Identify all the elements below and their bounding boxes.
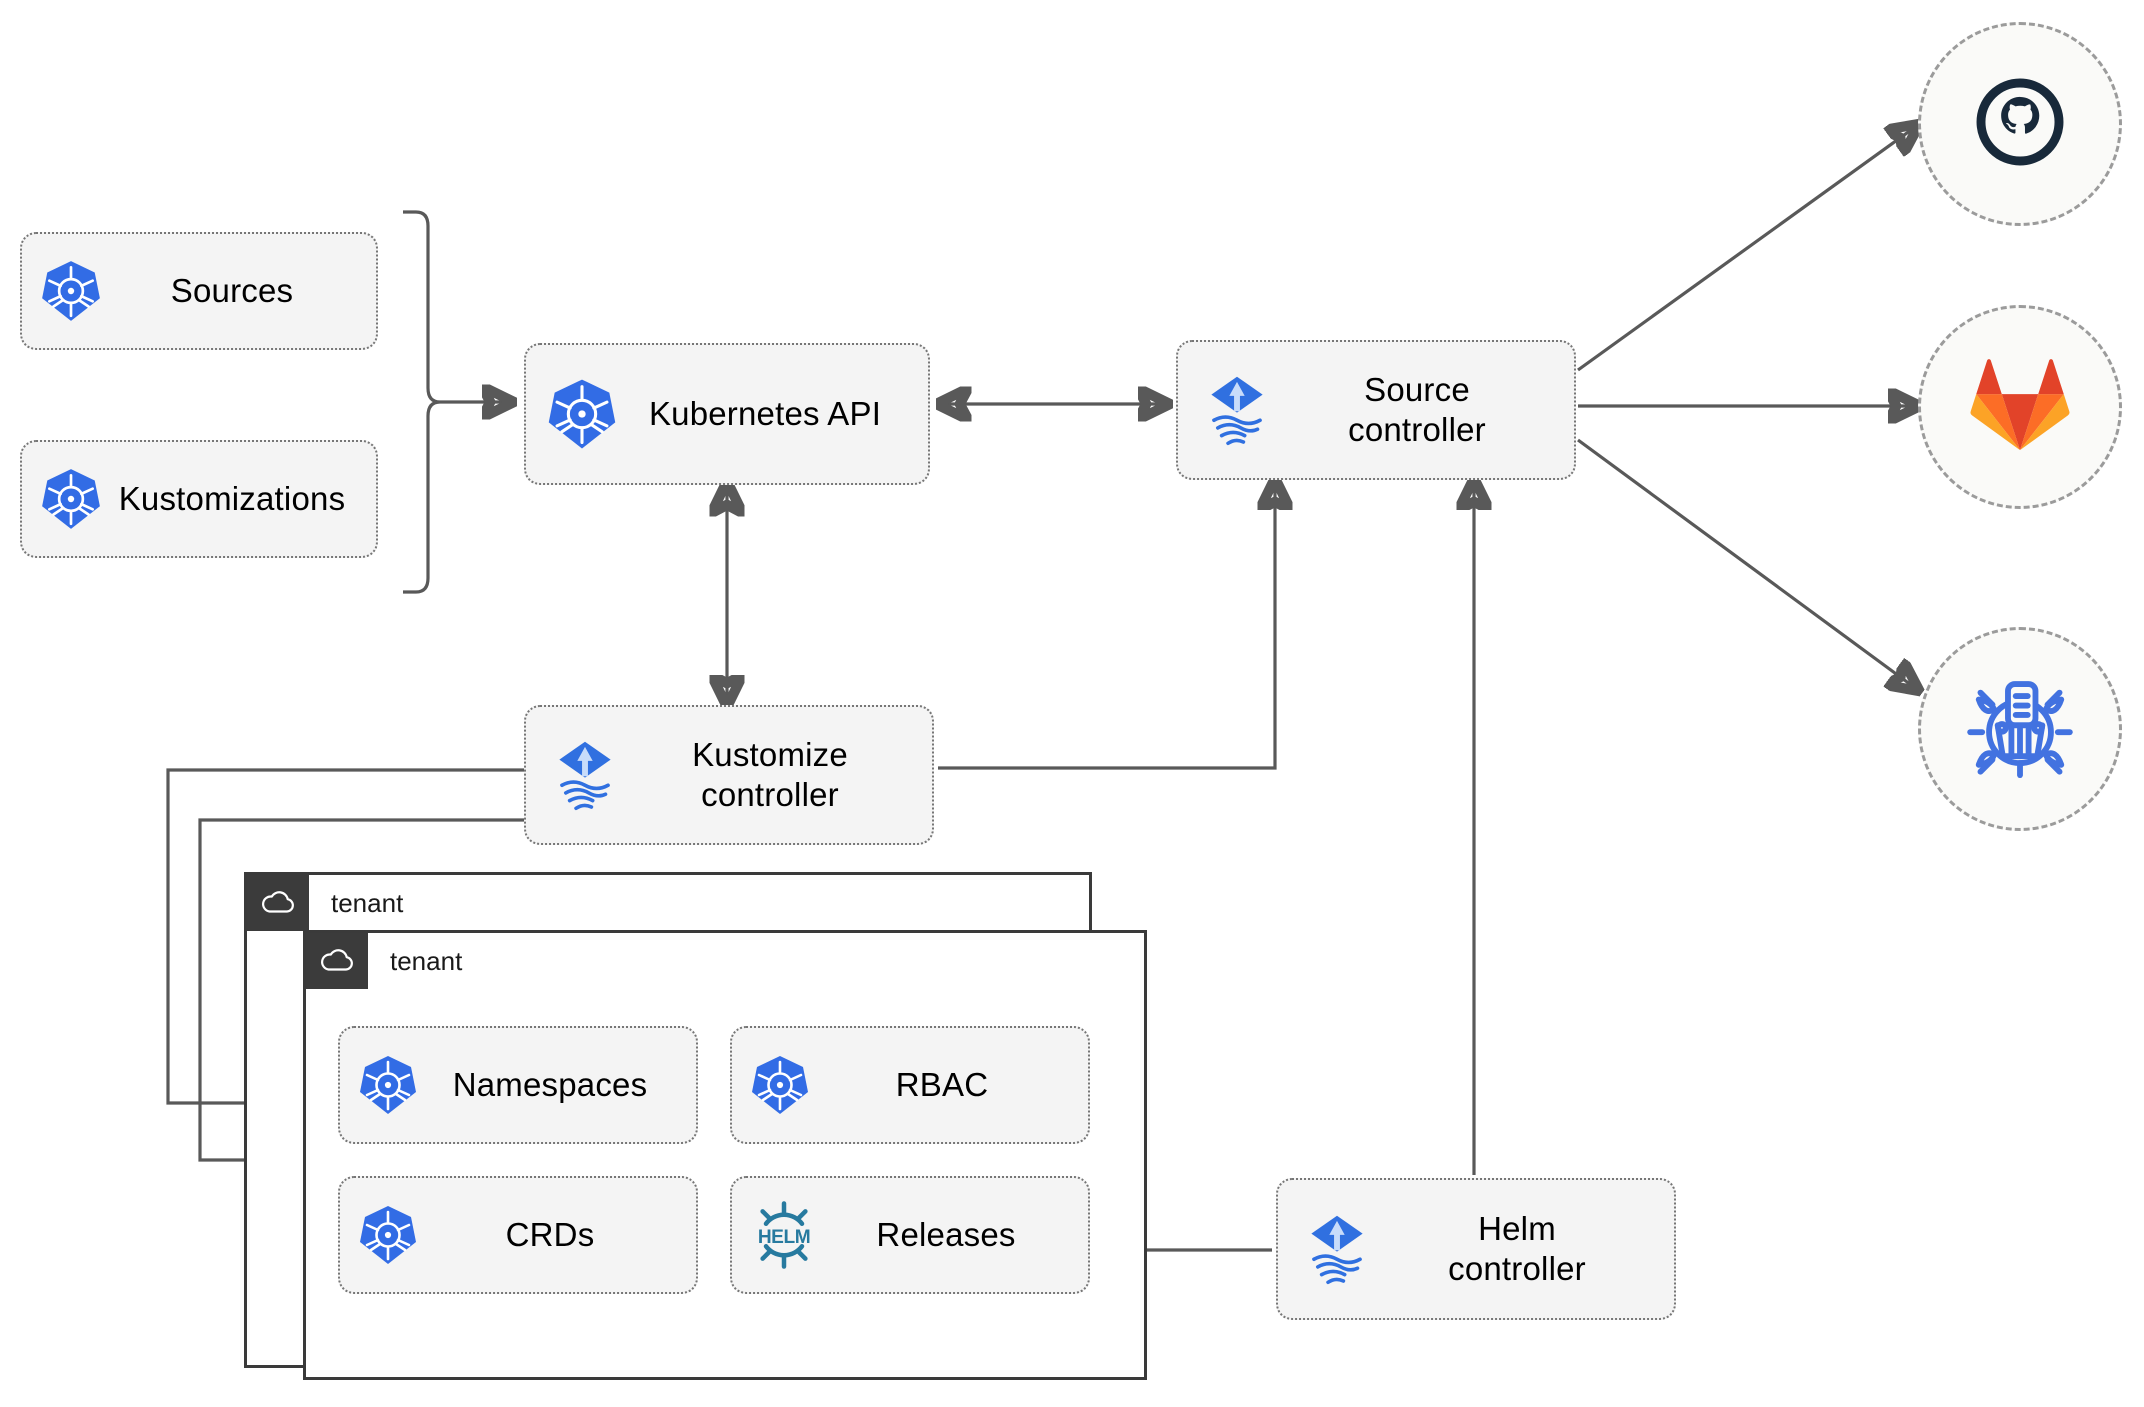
- helm-icon: HELM: [748, 1199, 820, 1271]
- node-rbac[interactable]: RBAC: [730, 1026, 1090, 1144]
- node-kustomize-controller[interactable]: Kustomize controller: [524, 705, 934, 845]
- node-kubernetes-api[interactable]: Kubernetes API: [524, 343, 930, 485]
- kubernetes-icon: [748, 1053, 812, 1117]
- node-kustomizations-label: Kustomizations: [118, 479, 346, 517]
- flux-icon: [1296, 1208, 1378, 1290]
- node-sources-label: Sources: [170, 271, 294, 309]
- provider-gitlab[interactable]: [1918, 305, 2122, 509]
- edge-source-github: [1577, 125, 1918, 372]
- kubernetes-icon: [356, 1203, 420, 1267]
- edge-kustomize-source: [938, 480, 1275, 770]
- node-crds[interactable]: CRDs: [338, 1176, 698, 1294]
- inputs-brace: [403, 210, 441, 594]
- kubernetes-icon: [356, 1053, 420, 1117]
- node-source-controller[interactable]: Source controller: [1176, 340, 1576, 480]
- node-kustomize-controller-label: Kustomize controller: [692, 735, 848, 813]
- flux-icon: [1196, 369, 1278, 451]
- tenant-outer-header: tenant: [247, 875, 403, 931]
- kubernetes-icon: [544, 376, 620, 452]
- node-source-controller-label: Source controller: [1348, 370, 1486, 448]
- node-releases[interactable]: HELM Releases: [730, 1176, 1090, 1294]
- cloud-icon: [306, 933, 368, 989]
- node-helm-controller[interactable]: Helm controller: [1276, 1178, 1676, 1320]
- gitlab-icon: [1969, 357, 2071, 458]
- svg-text:HELM: HELM: [758, 1227, 810, 1248]
- github-icon: [1968, 70, 2072, 179]
- node-sources[interactable]: Sources: [20, 232, 378, 350]
- provider-bucket[interactable]: [1918, 627, 2122, 831]
- provider-github[interactable]: [1918, 22, 2122, 226]
- node-rbac-label: RBAC: [895, 1065, 989, 1103]
- kubernetes-icon: [38, 258, 104, 324]
- flux-icon: [544, 734, 626, 816]
- node-kubernetes-api-label: Kubernetes API: [648, 394, 882, 432]
- tenant-inner-header: tenant: [306, 933, 462, 989]
- edge-source-bucket: [1577, 438, 1918, 690]
- bucket-icon: [1965, 672, 2075, 787]
- tenant-outer-label: tenant: [331, 887, 404, 918]
- node-crds-label: CRDs: [505, 1215, 595, 1253]
- tenant-inner-label: tenant: [390, 945, 463, 976]
- kubernetes-icon: [38, 466, 104, 532]
- node-helm-controller-label: Helm controller: [1448, 1209, 1586, 1287]
- tenant-group-inner[interactable]: tenant: [303, 930, 1147, 1380]
- cloud-icon: [247, 875, 309, 931]
- node-namespaces[interactable]: Namespaces: [338, 1026, 698, 1144]
- node-releases-label: Releases: [876, 1215, 1016, 1253]
- node-namespaces-label: Namespaces: [452, 1065, 648, 1103]
- node-kustomizations[interactable]: Kustomizations: [20, 440, 378, 558]
